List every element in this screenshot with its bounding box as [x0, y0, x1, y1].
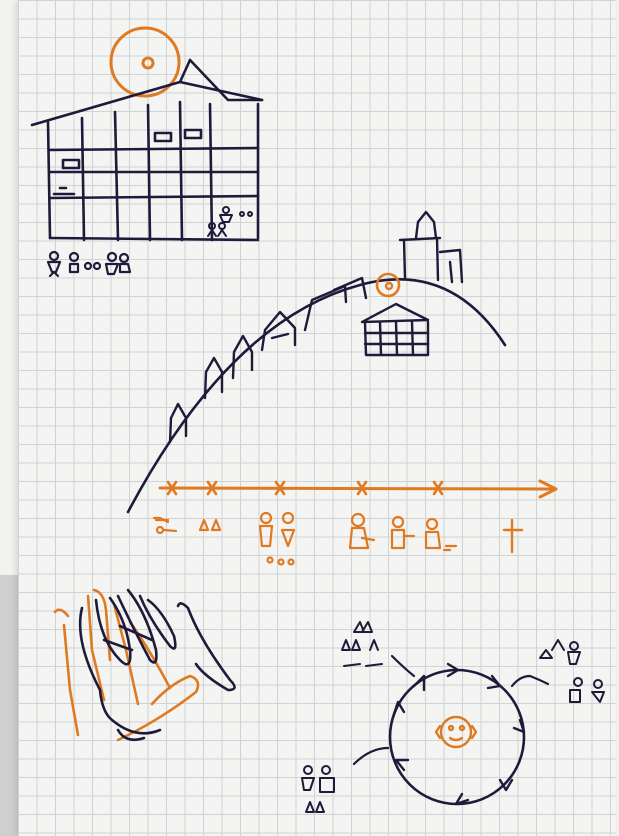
- small-sun-icon: [377, 274, 399, 296]
- life-stage-adults-icon: [350, 514, 456, 550]
- houses-on-hill: [170, 278, 366, 442]
- cross-icon: [504, 520, 522, 552]
- toddlers-group-icon: [342, 622, 382, 666]
- building-facade: [48, 102, 258, 240]
- life-stage-children-icon: [260, 513, 294, 565]
- hill-sketch: [128, 212, 505, 512]
- timeline-arrow: [160, 488, 552, 489]
- building-sketch: [32, 28, 262, 276]
- people-group-icon: [48, 252, 130, 276]
- life-stage-toddlers-icon: [200, 520, 220, 530]
- cycle-circle: [390, 670, 524, 804]
- face-icon: [436, 717, 476, 747]
- school-building-icon: [362, 304, 428, 355]
- elderly-group-icon: [540, 640, 604, 702]
- adults-group-icon: [302, 766, 334, 812]
- people-in-building-icon: [208, 207, 252, 236]
- hill-curve: [128, 279, 505, 512]
- life-cycle-sketch: [302, 622, 604, 812]
- life-stage-babies-icon: [154, 518, 176, 533]
- church-icon: [400, 212, 462, 282]
- hand-sketch: [55, 590, 235, 740]
- life-timeline: [154, 481, 556, 565]
